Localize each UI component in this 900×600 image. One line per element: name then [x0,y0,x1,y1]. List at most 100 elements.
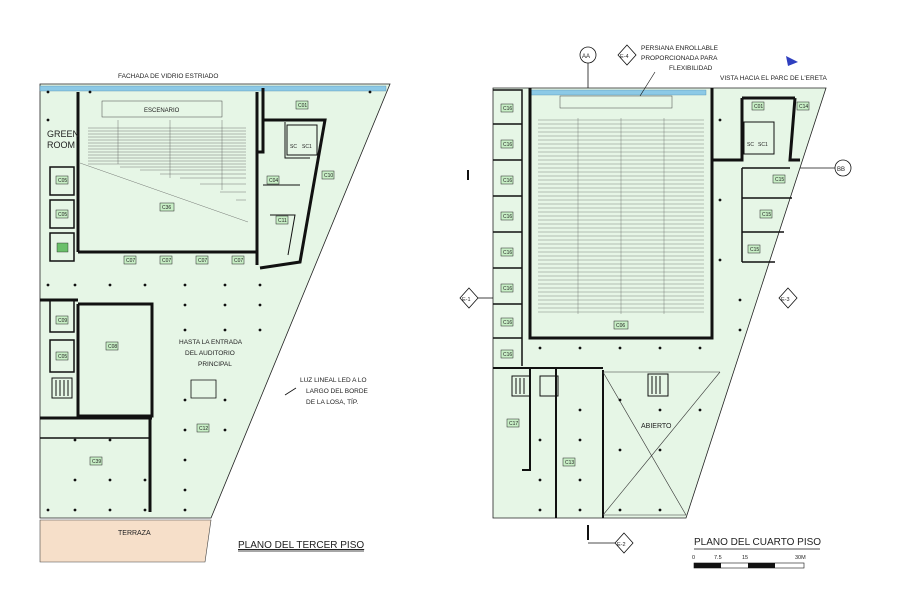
fourth-floor-slab [492,87,827,519]
tag4-c13: C13 [565,460,574,466]
tag4-c15c: C15 [750,247,759,253]
tag4-c17: C17 [509,421,518,427]
tag4-c16b: C16 [503,142,512,148]
fourth-floor-glazing [529,89,707,96]
tag-c12: C12 [199,426,208,432]
fourth-floor-columns [538,118,742,512]
shutter-note-line1: PERSIANA ENROLLABLE [641,45,719,52]
tag-c11: C11 [278,218,287,224]
fourth-floor-title: PLANO DEL CUARTO PISO [694,537,821,548]
marker-aa-label: AA [582,54,590,60]
tag-c05a: C05 [58,178,67,184]
marker-e2 [614,532,634,554]
shutter-leader [639,71,656,97]
fourth-floor-room-tags: C01 C14 C15 C15 C15 C06 C13 C17 C16 C16 … [500,101,810,467]
fourth-floor-core-walls [712,96,800,162]
marker-e3-label: E-3 [781,297,790,303]
fourth-floor-lower-walls [493,367,604,518]
led-note-line3: DE LA LOSA, TÍP. [306,397,358,406]
tag-c07d: C07 [234,258,243,264]
shutter-note-line2: PROPORCIONADA PARA [641,55,718,62]
marker-e4-label: E-4 [620,54,629,60]
tag4-c14: C14 [799,104,808,110]
entrance-note-line1: HASTA LA ENTRADA [179,339,243,346]
marker-e2-label: E-2 [617,542,626,548]
green-square [56,242,69,253]
tag4-c16e: C16 [503,250,512,256]
view-note: VISTA HACIA EL PARC DE L'ERETA [720,75,828,82]
fourth-floor-stair-2 [539,375,559,397]
service-core-walls [257,88,327,270]
entrance-note-line2: DEL AUDITORIO [185,350,235,357]
green-room-label-line2: ROOM [47,140,75,150]
fourth-floor-stair-3 [647,373,669,397]
marker-bb-label: BB [837,167,845,173]
third-floor-columns [46,90,372,512]
facade-note: FACHADA DE VIDRIO ESTRIADO [118,73,218,80]
tag4-c16c: C16 [503,178,512,184]
marker-e1 [459,287,479,309]
scale-tick-0: 0 [692,555,695,561]
open-label: ABIERTO [641,423,672,430]
tag-c05c: C05 [58,354,67,360]
tag4-c06: C06 [616,323,625,329]
fourth-floor-auditorium-walls [528,88,714,340]
third-floor-plan: TERRAZA FACHADA DE VIDRIO ESTRIADO ESCEN… [39,73,391,563]
tag4-c16d: C16 [503,214,512,220]
stage-box [101,100,223,118]
led-leader [284,387,297,396]
tag-c04: C04 [269,178,278,184]
stage-label: ESCENARIO [144,108,180,114]
stair-left [51,377,73,399]
section-markers: AA E-4 BB E-1 E-3 E-2 [459,44,852,554]
fourth-floor-stepped-walls [741,167,792,263]
marker-e4 [617,44,637,66]
third-floor-glazing [39,85,387,92]
auditorium-walls [76,92,259,265]
tag-c07b: C07 [162,258,171,264]
third-floor-room-tags: C01 C04 C10 C11 C36 C07 C07 C07 C07 C08 … [55,100,335,466]
tag-c07a: C07 [126,258,135,264]
marker-e3 [778,287,798,309]
fourth-floor-seating [538,118,704,314]
fourth-floor-shutter-box [559,95,673,109]
third-floor-slab [39,83,391,519]
fourth-floor-stair-1 [511,375,531,397]
tag-sc: SC [290,144,297,150]
entrance-note-line3: PRINCIPAL [198,361,232,368]
tag-c05b: C05 [58,212,67,218]
tag4-c15a: C15 [775,177,784,183]
green-room-label-line1: GREEN [47,129,79,139]
tag4-c01: C01 [754,104,763,110]
tag-c09: C09 [58,318,67,324]
tag-c07c: C07 [198,258,207,264]
scale-tick-1: 7.5 [714,555,722,561]
tag4-c16f: C16 [503,286,512,292]
tag4-c16g: C16 [503,320,512,326]
fourth-floor-left-cubicles [493,89,523,366]
tag-c01: C01 [298,103,307,109]
north-arrow-icon [786,56,798,66]
third-floor-title: PLANO DEL TERCER PISO [238,540,364,551]
third-floor-office-walls [40,298,154,512]
tag-c10: C10 [324,173,333,179]
third-floor-seating [79,120,249,223]
scale-tick-3: 30M [795,555,806,561]
tag4-c15b: C15 [762,212,771,218]
core-inner-walls [263,122,310,256]
tag4-sc1: SC1 [758,142,768,148]
tag4-c16: C16 [503,106,512,112]
tag-sc1: SC1 [302,144,312,150]
scale-tick-2: 15 [742,555,748,561]
marker-e1-label: E-1 [462,297,471,303]
third-floor-restrooms [286,124,318,156]
tag4-sc: SC [747,142,754,148]
led-note-line1: LUZ LINEAL LED A LO [300,377,367,384]
fourth-floor-restrooms [743,121,775,155]
tag-c39: C39 [92,459,101,465]
led-note-line2: LARGO DEL BORDE [306,388,369,395]
scale-bar: 0 7.5 15 30M [692,555,806,569]
shutter-note-line3: FLEXIBILIDAD [669,65,713,72]
tag-c36: C36 [162,205,171,211]
